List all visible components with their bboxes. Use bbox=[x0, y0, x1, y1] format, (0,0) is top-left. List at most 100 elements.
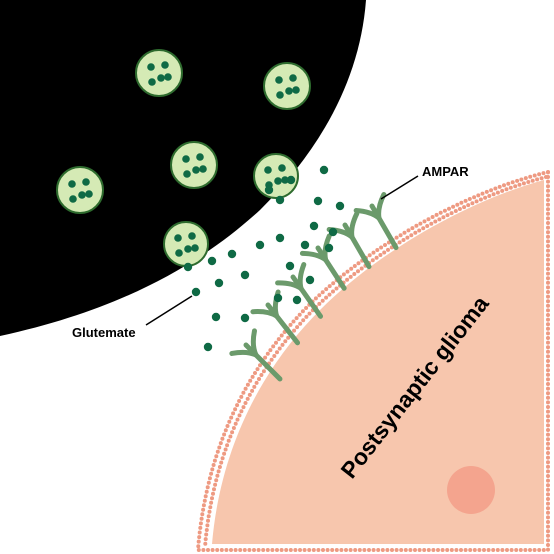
membrane-lipid-head bbox=[451, 204, 456, 209]
membrane-lipid-head bbox=[279, 548, 284, 552]
membrane-lipid-head bbox=[405, 235, 410, 240]
membrane-lipid-head bbox=[526, 180, 531, 184]
membrane-lipid-head bbox=[259, 373, 264, 377]
membrane-lipid-head bbox=[277, 346, 282, 351]
membrane-lipid-head bbox=[413, 230, 418, 235]
membrane-lipid-head bbox=[220, 456, 225, 461]
membrane-lipid-head bbox=[541, 548, 546, 552]
membrane-lipid-head bbox=[320, 298, 325, 303]
membrane-lipid-head bbox=[233, 407, 238, 412]
glutamate-molecule bbox=[240, 313, 250, 323]
membrane-lipid-head bbox=[245, 396, 250, 401]
ampar-label: AMPAR bbox=[422, 164, 469, 179]
membrane-lipid-head bbox=[215, 449, 220, 454]
membrane-lipid-head bbox=[426, 548, 431, 552]
membrane-lipid-head bbox=[196, 548, 201, 552]
membrane-lipid-head bbox=[211, 491, 215, 496]
membrane-lipid-head bbox=[257, 377, 261, 381]
membrane-lipid-head bbox=[546, 349, 550, 354]
membrane-lipid-head bbox=[487, 194, 492, 198]
membrane-lipid-head bbox=[523, 176, 528, 181]
membrane-lipid-head bbox=[480, 191, 485, 196]
membrane-lipid-head bbox=[252, 384, 257, 389]
membrane-lipid-head bbox=[212, 458, 217, 463]
membrane-lipid-head bbox=[406, 228, 411, 233]
membrane-lipid-head bbox=[454, 548, 459, 552]
glutamate-molecule bbox=[275, 195, 285, 205]
glutamate-molecule bbox=[285, 261, 295, 271]
membrane-lipid-head bbox=[546, 303, 550, 308]
membrane-lipid-head bbox=[546, 386, 550, 391]
vesicle-glutamate bbox=[78, 191, 86, 199]
membrane-lipid-head bbox=[231, 426, 236, 430]
membrane-lipid-head bbox=[293, 548, 298, 552]
membrane-lipid-head bbox=[307, 548, 312, 552]
vesicle-glutamate bbox=[191, 244, 199, 252]
membrane-lipid-head bbox=[449, 211, 454, 216]
vesicle-glutamate bbox=[196, 153, 204, 161]
membrane-lipid-head bbox=[279, 333, 284, 338]
vesicle-glutamate bbox=[274, 177, 282, 185]
vesicle-glutamate bbox=[161, 61, 169, 69]
membrane-lipid-head bbox=[546, 395, 550, 400]
membrane-lipid-head bbox=[546, 336, 550, 340]
membrane-lipid-head bbox=[528, 548, 532, 552]
membrane-lipid-head bbox=[441, 215, 446, 220]
glutamate-molecule bbox=[273, 293, 283, 303]
vesicle-glutamate bbox=[182, 155, 190, 163]
membrane-lipid-head bbox=[210, 467, 215, 472]
membrane-lipid-head bbox=[546, 170, 550, 175]
membrane-lipid-head bbox=[514, 548, 519, 552]
membrane-lipid-head bbox=[239, 409, 244, 414]
membrane-lipid-head bbox=[235, 417, 240, 422]
membrane-lipid-head bbox=[546, 533, 550, 538]
ampa-receptor bbox=[275, 262, 324, 319]
membrane-lipid-head bbox=[224, 548, 229, 552]
membrane-lipid-head bbox=[238, 548, 243, 552]
membrane-lipid-head bbox=[546, 276, 550, 281]
membrane-lipid-head bbox=[413, 548, 417, 552]
membrane-lipid-head bbox=[359, 266, 364, 271]
membrane-lipid-head bbox=[380, 548, 385, 552]
membrane-lipid-head bbox=[546, 409, 550, 414]
glutamate-molecule bbox=[324, 243, 334, 253]
vesicle-glutamate bbox=[175, 249, 183, 257]
membrane-lipid-head bbox=[493, 186, 498, 191]
membrane-lipid-head bbox=[546, 441, 550, 446]
membrane-lipid-head bbox=[433, 219, 438, 224]
membrane-lipid-head bbox=[546, 543, 550, 547]
membrane-lipid-head bbox=[247, 548, 252, 552]
membrane-lipid-head bbox=[495, 190, 500, 195]
membrane-lipid-head bbox=[397, 240, 402, 245]
vesicle-glutamate bbox=[148, 78, 156, 86]
membrane-lipid-head bbox=[284, 548, 289, 552]
membrane-lipid-head bbox=[216, 469, 221, 474]
membrane-lipid-head bbox=[207, 509, 212, 514]
membrane-lipid-head bbox=[408, 548, 413, 552]
membrane-lipid-head bbox=[459, 200, 464, 205]
membrane-lipid-head bbox=[215, 473, 220, 478]
membrane-lipid-head bbox=[546, 529, 550, 534]
vesicle-glutamate bbox=[188, 232, 196, 240]
membrane-lipid-head bbox=[379, 245, 384, 250]
membrane-lipid-head bbox=[215, 548, 220, 552]
membrane-lipid-head bbox=[546, 340, 550, 345]
membrane-lipid-head bbox=[261, 369, 266, 374]
glutamate-molecule bbox=[183, 262, 193, 272]
membrane-lipid-head bbox=[301, 318, 306, 323]
membrane-lipid-head bbox=[546, 432, 550, 437]
glutamate-molecule bbox=[275, 233, 285, 243]
membrane-lipid-head bbox=[345, 269, 350, 274]
membrane-lipid-head bbox=[300, 309, 305, 314]
membrane-lipid-head bbox=[546, 455, 550, 460]
membrane-lipid-head bbox=[209, 471, 214, 476]
membrane-lipid-head bbox=[316, 548, 321, 552]
vesicle-glutamate bbox=[164, 73, 172, 81]
vesicle-glutamate bbox=[278, 164, 286, 172]
membrane-lipid-head bbox=[541, 171, 546, 176]
membrane-lipid-head bbox=[291, 319, 296, 324]
membrane-lipid-head bbox=[546, 515, 550, 520]
vesicle-group bbox=[56, 49, 311, 267]
membrane-lipid-head bbox=[258, 363, 262, 368]
membrane-lipid-head bbox=[546, 253, 550, 258]
